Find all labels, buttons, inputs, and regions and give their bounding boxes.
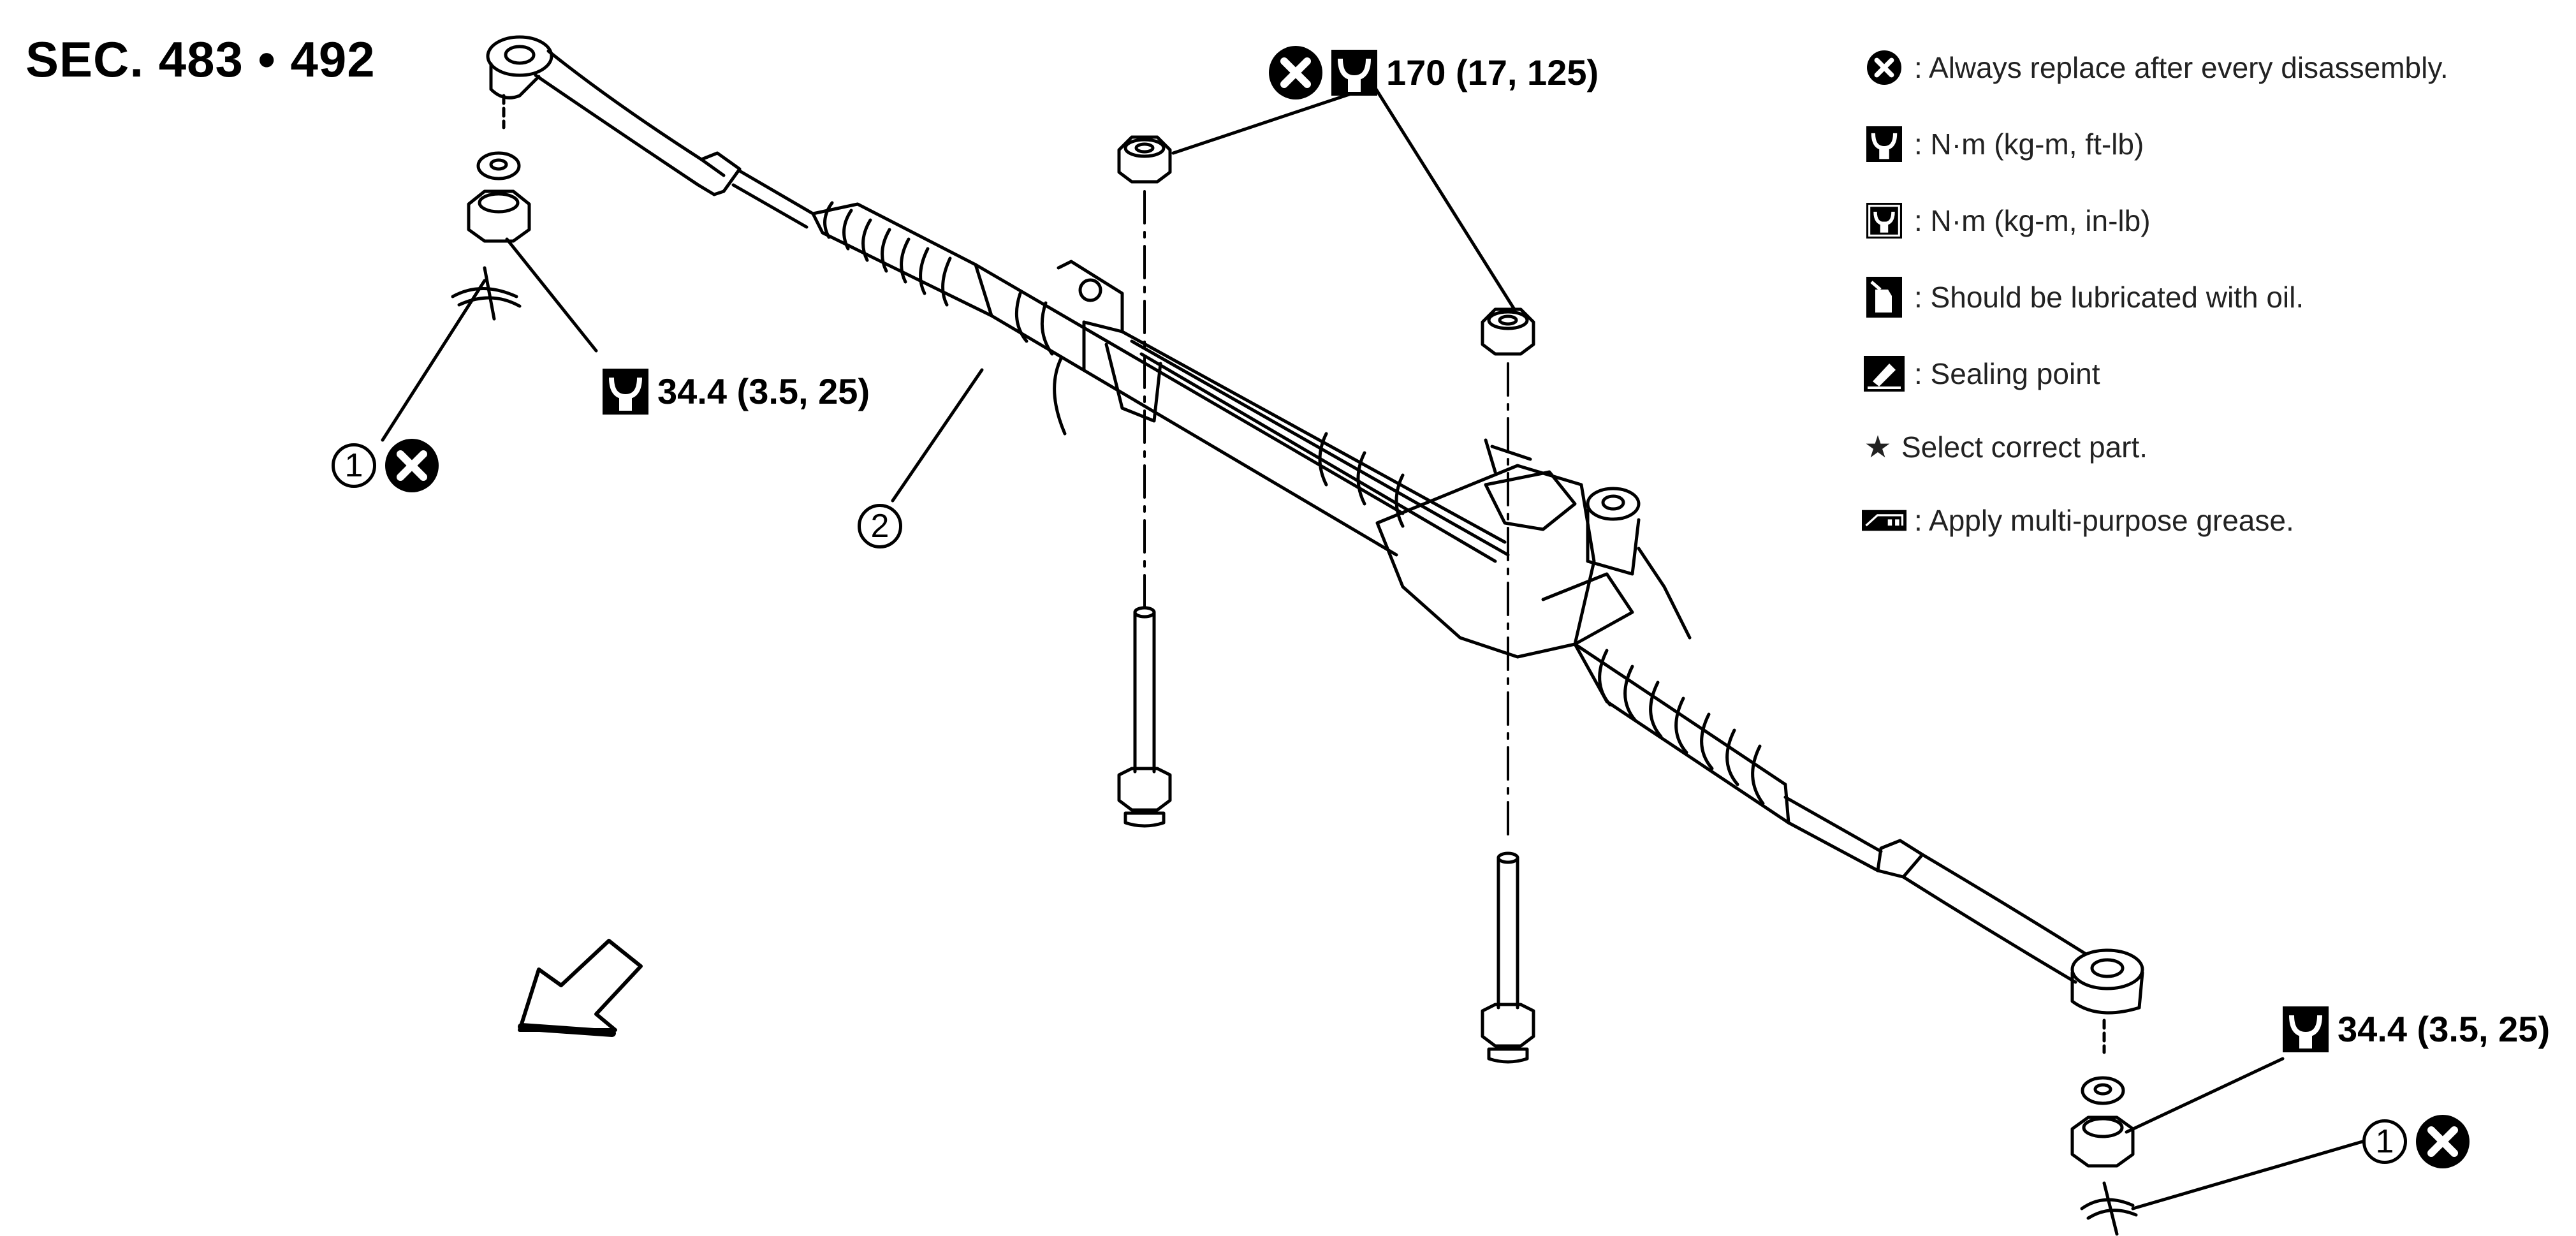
callout-circle-2: 2	[858, 504, 902, 548]
callout-number: 1	[2375, 1123, 2394, 1160]
legend-text: : Should be lubricated with oil.	[1914, 281, 2304, 314]
torque-value-left-nut: 34.4 (3.5, 25)	[657, 371, 870, 411]
right-tie-rod-end	[1901, 853, 2144, 1054]
torque-value-right-nut: 34.4 (3.5, 25)	[2338, 1009, 2550, 1049]
left-boot	[811, 201, 993, 318]
legend-text: : Always replace after every disassembly…	[1914, 51, 2448, 84]
left-castle-nut	[467, 189, 531, 243]
torque-label-top-nuts: 170 (17, 125)	[1269, 46, 1599, 99]
always-replace-icon	[1269, 46, 1322, 99]
torque-label-left-nut: 34.4 (3.5, 25)	[603, 369, 870, 415]
left-tie-rod-end	[486, 35, 742, 196]
right-tie-rod-jamnut	[1876, 839, 1924, 879]
housing-bracket	[1053, 260, 1162, 436]
torque-ftlb-icon	[1862, 124, 1906, 165]
callout-number: 1	[344, 447, 363, 484]
torque-inlb-icon	[1862, 200, 1906, 241]
torque-ftlb-icon	[603, 369, 648, 415]
legend-row-grease: : Apply multi-purpose grease.	[1862, 500, 2294, 541]
legend-text: : Apply multi-purpose grease.	[1914, 504, 2294, 537]
callout-gear-assembly: 2	[858, 504, 902, 548]
right-boot	[1573, 642, 1790, 825]
section-title: SEC. 483 • 492	[26, 31, 376, 87]
legend-row-always-replace: : Always replace after every disassembly…	[1862, 47, 2448, 88]
right-mounting-bolt	[1481, 851, 1535, 1064]
left-mounting-nut	[1117, 135, 1172, 184]
legend-row-torque-ftlb: : N·m (kg-m, ft-lb)	[1862, 124, 2144, 165]
star-icon: ★	[1864, 430, 1892, 464]
torque-ftlb-icon	[2283, 1006, 2329, 1052]
gear-body	[1375, 438, 1692, 659]
callout-circle-1: 1	[2362, 1119, 2407, 1164]
legend-text: : N·m (kg-m, in-lb)	[1914, 204, 2151, 237]
callout-cotter-pin-left: 1	[332, 439, 439, 492]
legend-text: : N·m (kg-m, ft-lb)	[1914, 128, 2144, 161]
callout-circle-1: 1	[332, 443, 376, 488]
oil-can-icon	[1862, 277, 1906, 318]
legend-text: Select correct part.	[1901, 430, 2148, 464]
left-cotter-pin	[451, 266, 522, 321]
legend-row-sealing: : Sealing point	[1862, 353, 2100, 394]
legend-row-torque-inlb: : N·m (kg-m, in-lb)	[1862, 200, 2151, 241]
right-cotter-pin	[2080, 1181, 2138, 1236]
legend-text: : Sealing point	[1914, 357, 2100, 390]
always-replace-icon	[2416, 1115, 2470, 1168]
right-washer	[2081, 1076, 2125, 1105]
callout-number: 2	[870, 508, 889, 545]
torque-value-top-nuts: 170 (17, 125)	[1386, 52, 1599, 92]
rack-housing	[974, 263, 1405, 557]
hydraulic-lines	[1120, 330, 1510, 563]
right-castle-nut	[2070, 1115, 2135, 1168]
callout-cotter-pin-right: 1	[2362, 1115, 2470, 1168]
torque-label-right-nut: 34.4 (3.5, 25)	[2283, 1006, 2550, 1052]
always-replace-icon	[385, 439, 439, 492]
left-mounting-bolt	[1117, 606, 1172, 828]
grease-icon	[1862, 500, 1906, 541]
torque-ftlb-icon	[1331, 50, 1377, 96]
always-replace-icon	[1862, 47, 1906, 88]
left-washer	[476, 151, 521, 180]
right-mounting-nut	[1481, 307, 1535, 356]
legend-row-oil: : Should be lubricated with oil.	[1862, 277, 2304, 318]
legend-row-star: ★ Select correct part.	[1862, 427, 2148, 467]
front-direction-arrow	[518, 939, 643, 1032]
sealing-point-icon	[1862, 353, 1906, 394]
